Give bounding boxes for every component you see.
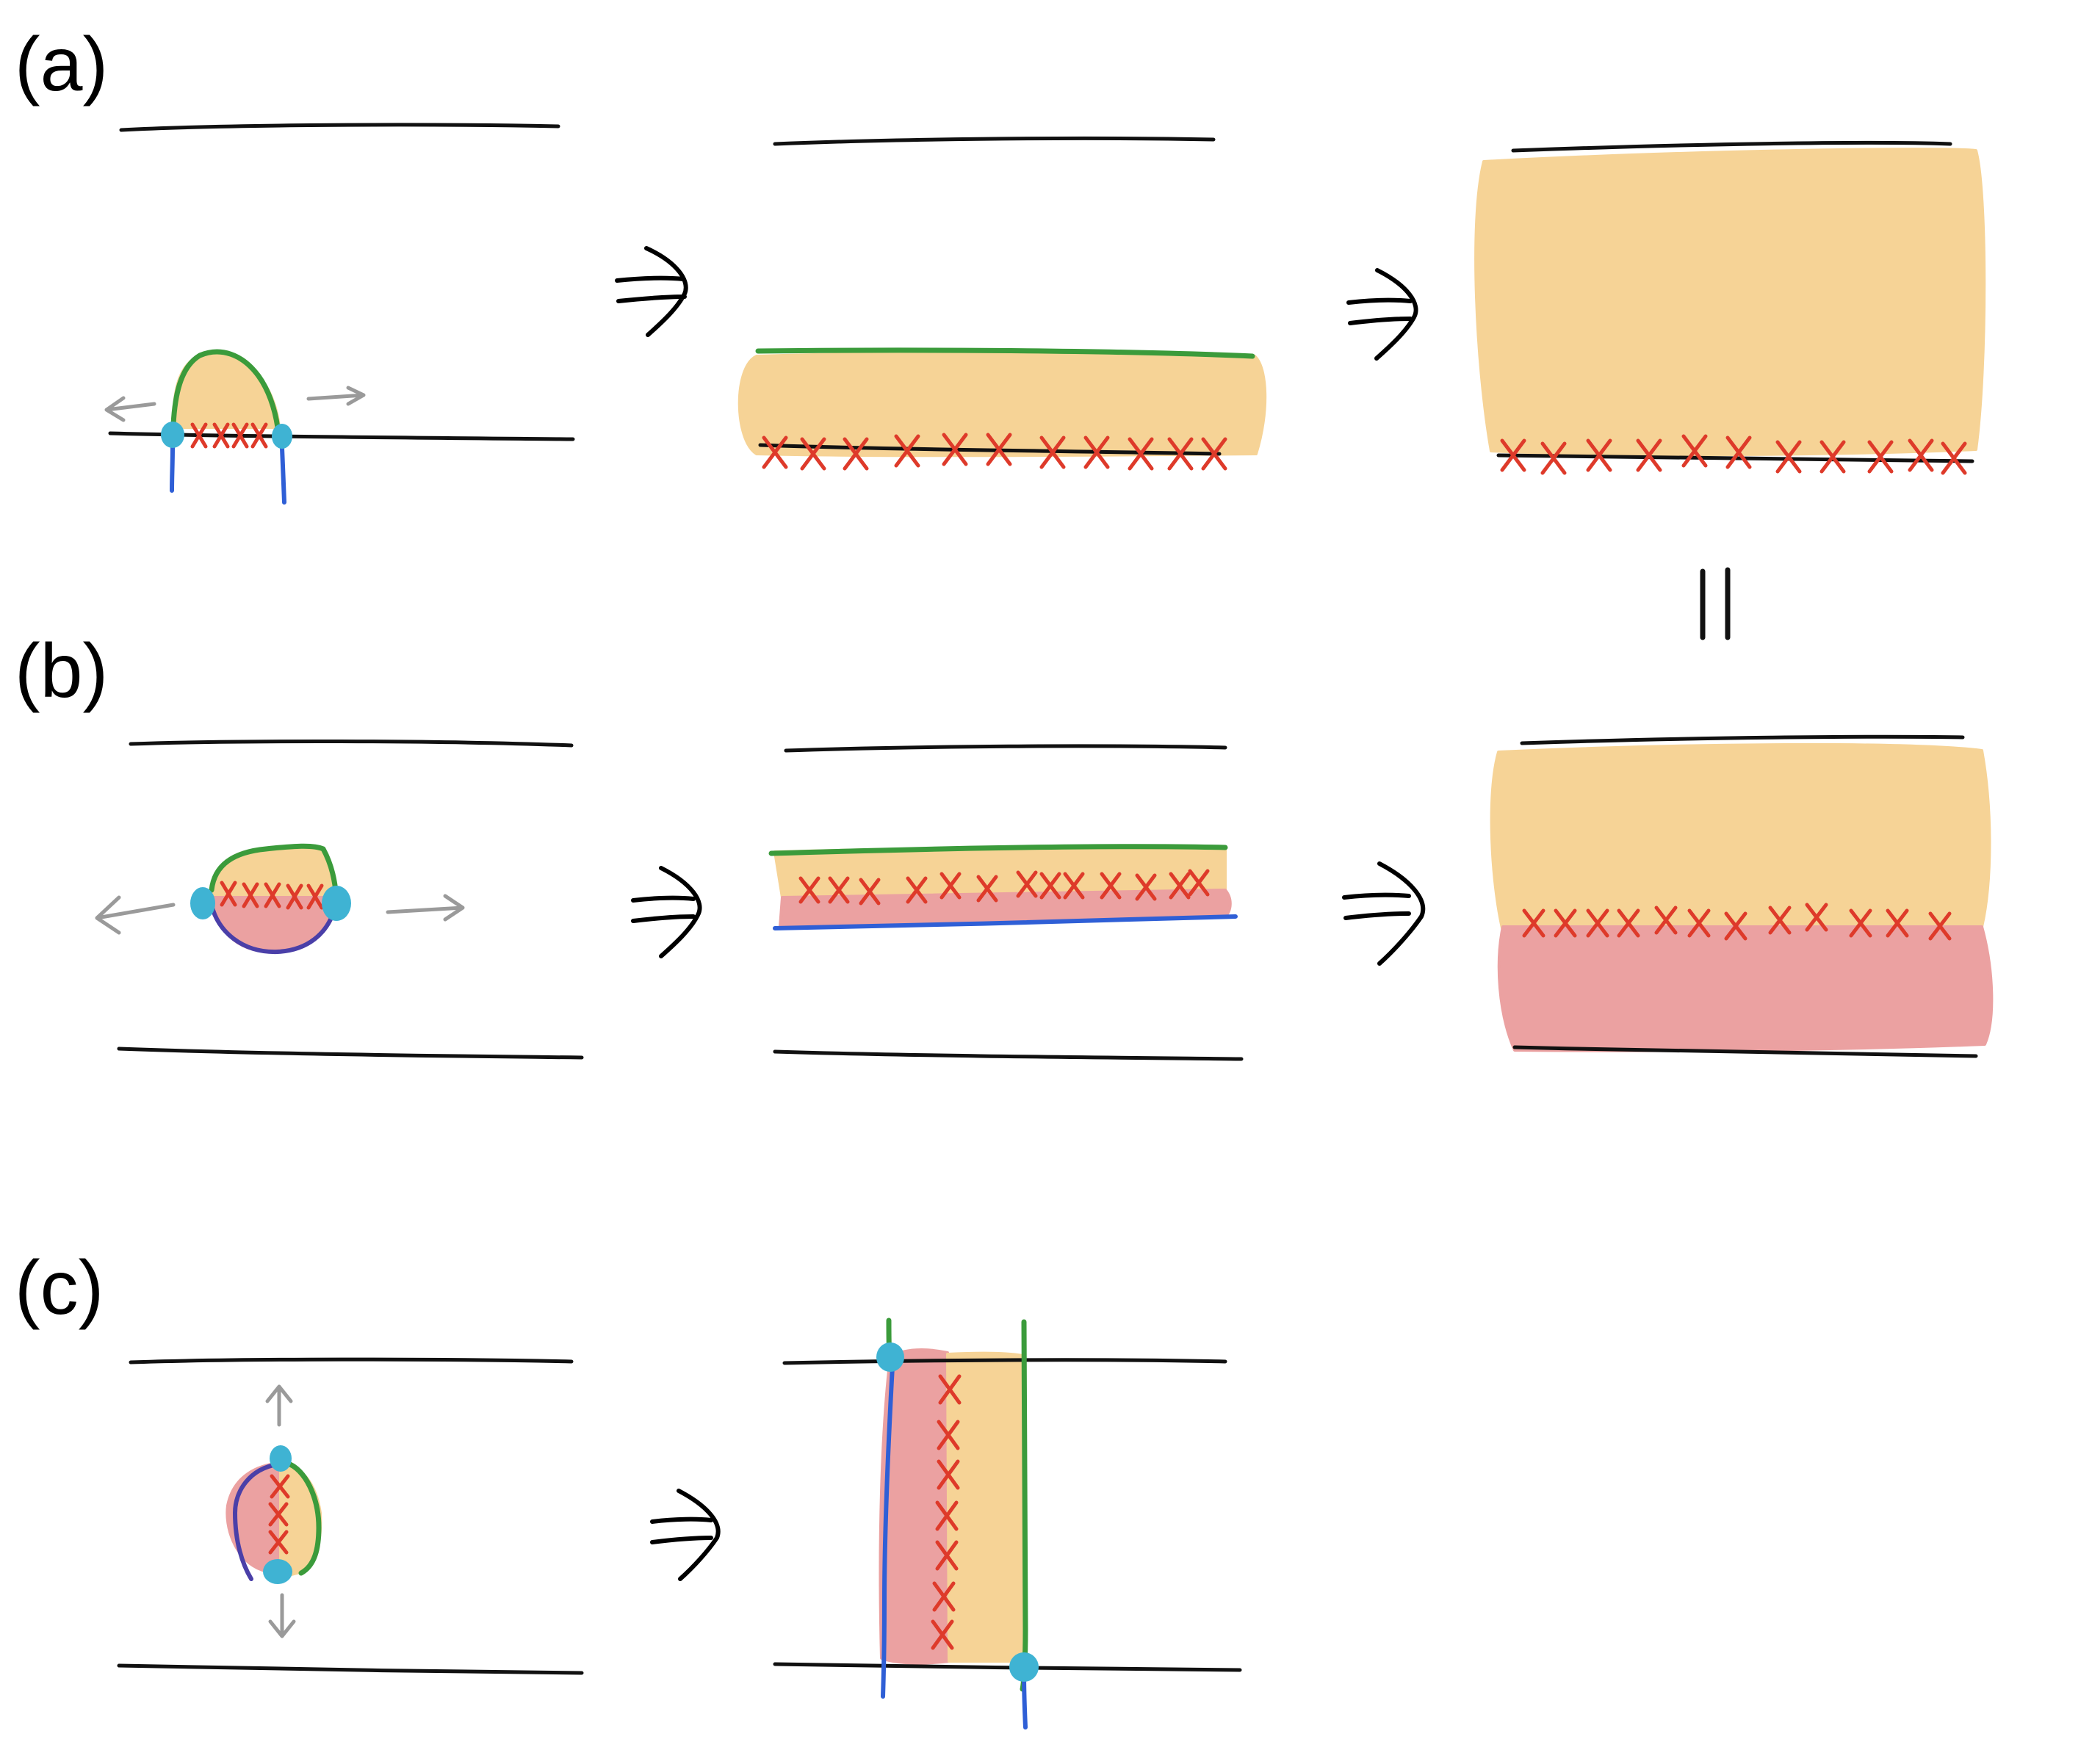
panel-a-step-1 — [104, 123, 575, 505]
top-boundary-line — [1520, 734, 1965, 745]
orange-bulk-block — [1474, 148, 1986, 457]
panel-b-step-1 — [95, 739, 584, 1060]
panel-b — [95, 734, 1994, 1061]
defect-crosses — [220, 881, 324, 910]
defect-crosses — [798, 869, 1210, 906]
pink-bulk-block — [1497, 925, 1994, 1052]
equals-vertical-icon — [1700, 567, 1731, 640]
top-boundary-line — [1511, 140, 1952, 153]
panel-c-step-2 — [773, 1317, 1242, 1729]
defect-crosses — [762, 433, 1227, 471]
corner-dot-bottom — [263, 1559, 292, 1584]
panel-label-a: (a) — [15, 22, 109, 107]
expand-arrow-right — [386, 894, 465, 922]
defect-crosses — [1522, 903, 1952, 941]
expand-arrow-left — [104, 396, 156, 422]
implies-arrow-icon — [1346, 268, 1418, 361]
orange-bulk-strip — [737, 351, 1267, 458]
panel-a-step-2 — [737, 136, 1267, 471]
green-boundary — [1020, 1319, 1028, 1692]
green-boundary — [768, 844, 1228, 856]
top-boundary-line — [119, 123, 560, 132]
defect-crosses — [1500, 434, 1967, 475]
panel-b-step-2 — [768, 744, 1244, 1061]
panel-label-b: (b) — [15, 629, 109, 714]
bottom-boundary-line — [1512, 1045, 1978, 1058]
top-boundary-line — [129, 739, 574, 748]
green-boundary — [755, 347, 1255, 359]
expand-arrow-up — [265, 1384, 293, 1427]
blue-leg-right — [280, 446, 286, 505]
blue-boundary — [881, 1351, 895, 1699]
top-boundary-line — [129, 1357, 574, 1364]
expand-arrow-down — [268, 1593, 296, 1638]
implies-arrow-icon — [650, 1489, 721, 1581]
orange-bulk-column — [946, 1351, 1028, 1663]
corner-dot-right — [322, 886, 351, 921]
bottom-boundary-line — [117, 1663, 584, 1675]
corner-dot-left — [161, 422, 184, 448]
green-boundary — [284, 1460, 322, 1576]
top-boundary-line — [782, 1358, 1227, 1365]
blue-leg-left — [170, 446, 175, 493]
expand-arrow-right — [306, 386, 366, 406]
panel-a — [104, 123, 1986, 640]
green-boundary — [209, 843, 339, 900]
bottom-boundary-line — [117, 1047, 584, 1060]
panel-b-step-3 — [1490, 734, 1994, 1058]
implies-arrow-icon — [615, 246, 688, 337]
implies-arrow-icon — [1342, 861, 1426, 966]
pink-bulk-column — [879, 1348, 951, 1665]
corner-dot-top — [876, 1342, 904, 1372]
panel-c-step-1 — [117, 1357, 584, 1675]
panel-label-c: (c) — [15, 1246, 104, 1331]
corner-dot-top — [270, 1445, 292, 1472]
corner-dot-bottom — [1009, 1652, 1039, 1682]
blue-boundary — [209, 903, 337, 955]
bottom-boundary-line — [758, 443, 1222, 456]
expand-arrow-left — [95, 895, 176, 935]
implies-arrow-icon — [631, 866, 702, 958]
panel-c — [117, 1317, 1242, 1729]
corner-dot-left — [190, 887, 215, 919]
bottom-boundary-line — [773, 1662, 1242, 1672]
top-boundary-line — [773, 136, 1216, 146]
corner-dot-right — [272, 424, 292, 449]
pink-bulk-half — [210, 896, 338, 954]
top-boundary-line — [784, 744, 1227, 753]
bottom-boundary-line — [773, 1049, 1244, 1061]
green-boundary — [170, 349, 281, 430]
orange-bulk-block — [1490, 742, 1991, 933]
defect-crosses — [190, 422, 268, 449]
panel-a-step-3 — [1474, 140, 1986, 475]
defect-crosses — [931, 1374, 962, 1650]
blue-boundary — [773, 914, 1238, 930]
blue-boundary — [233, 1462, 280, 1581]
defect-crosses — [268, 1474, 290, 1555]
